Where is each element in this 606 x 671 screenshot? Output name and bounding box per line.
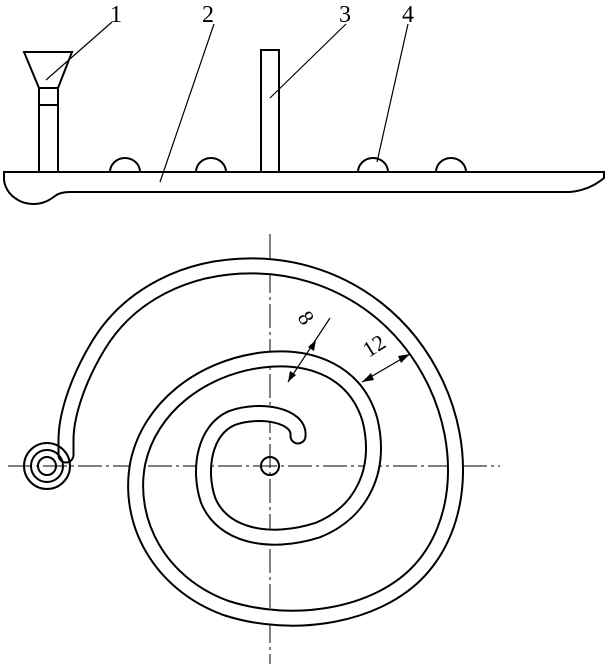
bump-4 (435, 157, 467, 173)
sprue-rings (23, 442, 71, 490)
bump-3 (357, 157, 389, 173)
dim-label-12: 12 (358, 329, 390, 362)
vertical-post (260, 49, 280, 173)
leader-2 (159, 23, 215, 183)
dim-label-8: 8 (293, 306, 320, 329)
callout-3: 3 (339, 2, 351, 28)
leader-4 (376, 23, 409, 163)
leader-3 (269, 23, 347, 99)
callout-1: 1 (110, 2, 122, 28)
center-hole (260, 456, 280, 476)
callout-4: 4 (402, 2, 414, 28)
bump-1 (109, 157, 141, 173)
side-view: 1 2 3 4 (3, 2, 605, 205)
funnel-post (38, 105, 59, 172)
funnel-neck (38, 88, 59, 106)
plan-view: 8 12 (8, 234, 500, 664)
spiral-channel (57, 257, 464, 627)
bump-2 (195, 157, 227, 173)
sprue-middle-ring (30, 449, 64, 483)
sprue-inner-ring (37, 456, 57, 476)
sprue-outer-ring (23, 442, 71, 490)
funnel-cup (22, 51, 74, 89)
base-plate (3, 171, 605, 205)
funnel-sprue (22, 51, 74, 172)
leader-1 (45, 21, 113, 81)
callout-2: 2 (202, 2, 214, 28)
